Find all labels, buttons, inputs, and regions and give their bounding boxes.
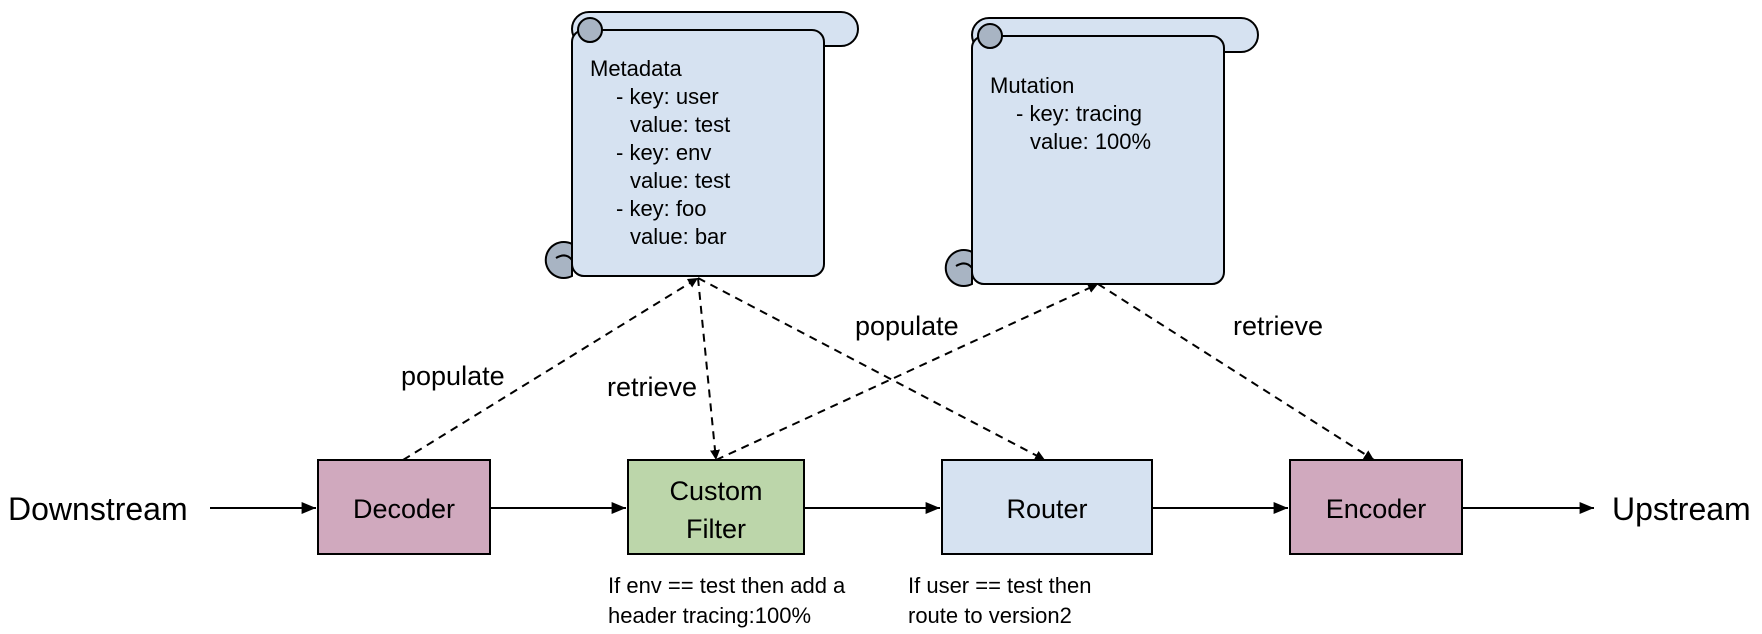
filter-note-line1: If env == test then add a xyxy=(608,573,846,598)
custom-filter-label-line1: Custom xyxy=(669,476,762,506)
mutation-line: value: 100% xyxy=(1030,129,1151,154)
decoder-label: Decoder xyxy=(353,494,455,524)
router-note-line2: route to version2 xyxy=(908,603,1072,628)
metadata-scroll-curl-detail xyxy=(555,254,573,261)
populate-mutation-label: populate xyxy=(855,311,959,341)
downstream-label: Downstream xyxy=(8,491,188,527)
metadata-line: - key: env xyxy=(616,140,711,165)
retrieve-mutation-label: retrieve xyxy=(1233,311,1323,341)
mutation-scroll-top-curl xyxy=(977,23,1003,49)
mutation-scroll-curl-detail xyxy=(955,262,973,269)
retrieve-metadata-router-arrow xyxy=(697,277,1046,461)
metadata-line: - key: user xyxy=(616,84,719,109)
encoder-box xyxy=(1289,459,1463,555)
populate-metadata-label: populate xyxy=(401,361,505,391)
custom-filter-label-line2: Filter xyxy=(686,514,746,544)
mutation-scroll: Mutation - key: tracing value: 100% xyxy=(944,17,1259,287)
populate-mutation-arrow xyxy=(715,283,1099,461)
mutation-scroll-bottom-curl xyxy=(944,249,973,287)
decoder-box xyxy=(317,459,491,555)
mutation-title: Mutation xyxy=(990,73,1074,98)
metadata-title: Metadata xyxy=(590,56,682,81)
metadata-scroll-top-curl xyxy=(577,17,603,43)
router-box xyxy=(941,459,1153,555)
encoder-label: Encoder xyxy=(1326,494,1427,524)
retrieve-metadata-arrow xyxy=(697,277,720,461)
decoder-node: Decoder xyxy=(317,459,491,555)
metadata-scroll-bottom-curl xyxy=(544,241,573,279)
metadata-line: value: test xyxy=(630,112,730,137)
metadata-line: value: test xyxy=(630,168,730,193)
upstream-label: Upstream xyxy=(1612,491,1751,527)
encoder-node: Encoder xyxy=(1289,459,1463,555)
custom-filter-box xyxy=(627,459,805,555)
router-note-line1: If user == test then xyxy=(908,573,1091,598)
router-node: Router xyxy=(941,459,1153,555)
retrieve-metadata-label: retrieve xyxy=(607,372,697,402)
populate-metadata-arrow xyxy=(402,277,699,461)
metadata-scroll: Metadata - key: user value: test - key: … xyxy=(544,11,859,279)
metadata-line: - key: foo xyxy=(616,196,706,221)
metadata-line: value: bar xyxy=(630,224,727,249)
metadata-scroll-sheet xyxy=(571,29,825,277)
filter-note-line2: header tracing:100% xyxy=(608,603,811,628)
mutation-line: - key: tracing xyxy=(1016,101,1142,126)
custom-filter-node: Custom Filter xyxy=(627,459,805,555)
router-label: Router xyxy=(1006,494,1087,524)
retrieve-mutation-arrow xyxy=(1097,283,1375,461)
